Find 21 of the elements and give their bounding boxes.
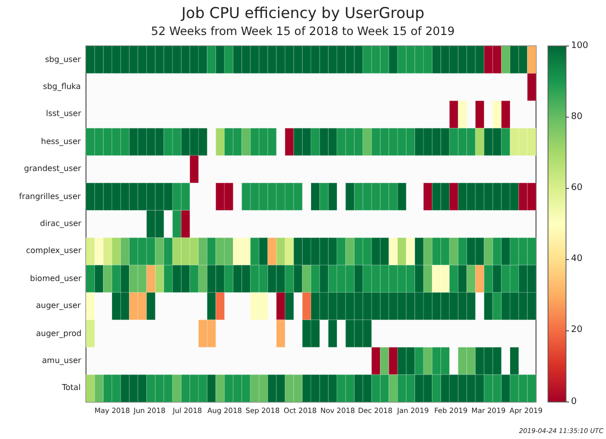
row-label: auger_prod [36,330,82,338]
row-label: hess_user [41,138,81,146]
colorbar-tick-label: 0 [571,398,577,406]
row-label: grandest_user [24,165,82,174]
colorbar-tick-label: 80 [571,112,582,122]
row-label: complex_user [26,247,82,256]
row-label: lsst_user [46,110,82,118]
row-label: dirac_user [40,220,82,228]
colorbar-tick-label: 100 [571,42,588,50]
colorbar-tick-label: 60 [571,184,582,193]
row-label: auger_user [36,302,81,310]
row-label: biomed_user [30,274,82,283]
row-label: frangrilles_user [19,192,81,201]
colorbar-tick-label: 20 [571,326,582,336]
chart-title: Job CPU efficiency by UserGroup [182,6,424,20]
row-label: amu_user [42,356,82,365]
row-label: sbg_fluka [43,83,81,92]
row-label: sbg_user [45,56,81,64]
colorbar-tick-label: 40 [571,255,582,264]
row-label: Total [62,384,81,392]
chart-subtitle: 52 Weeks from Week 15 of 2018 to Week 15 of 2019 [151,26,455,38]
